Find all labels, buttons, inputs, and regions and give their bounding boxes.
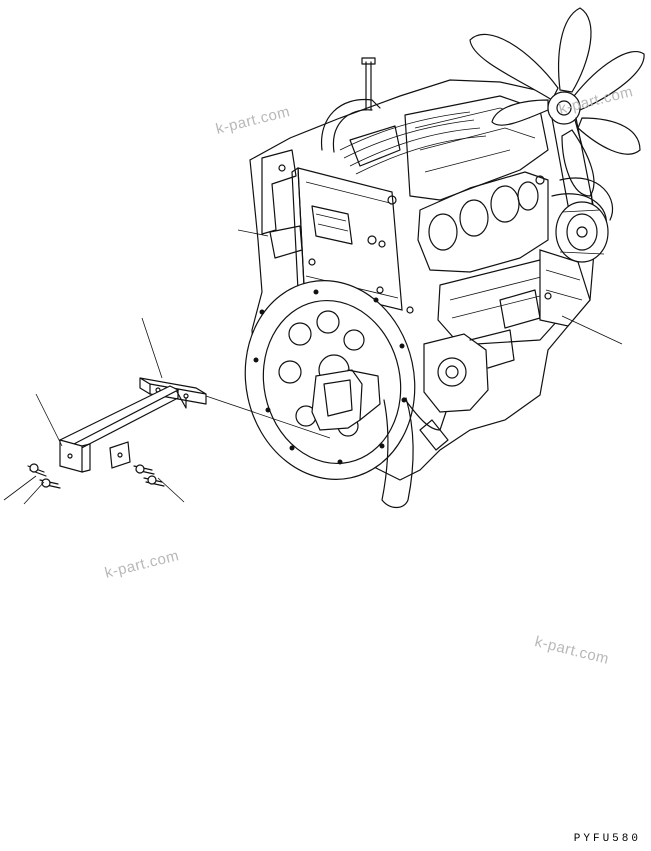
bracket-l-left: [59, 439, 83, 473]
starter-motor: [539, 249, 591, 327]
cooling-fan: [469, 7, 645, 197]
bracket-parts: [27, 377, 207, 489]
head-cover: [404, 95, 549, 201]
leader-lines: [3, 229, 623, 505]
leader-line-4: [3, 475, 37, 501]
alternator: [555, 201, 609, 263]
engine-assembly: [244, 7, 645, 509]
leader-line-6: [23, 481, 45, 505]
manifold: [417, 171, 549, 273]
bracket-l-right: [109, 441, 131, 469]
pump: [311, 369, 363, 431]
leader-line-5: [157, 477, 185, 503]
bracket-bar: [58, 385, 180, 447]
leader-line-8: [237, 229, 269, 237]
leader-line-7: [561, 315, 623, 345]
bolt-left: [27, 463, 61, 489]
leader-line-3: [205, 395, 331, 439]
leader-line-2: [35, 393, 63, 447]
bolt-right: [133, 464, 165, 487]
leader-line-1: [141, 317, 163, 379]
drawing-code: PYFU580: [573, 833, 641, 845]
coolant-hose: [381, 397, 414, 509]
